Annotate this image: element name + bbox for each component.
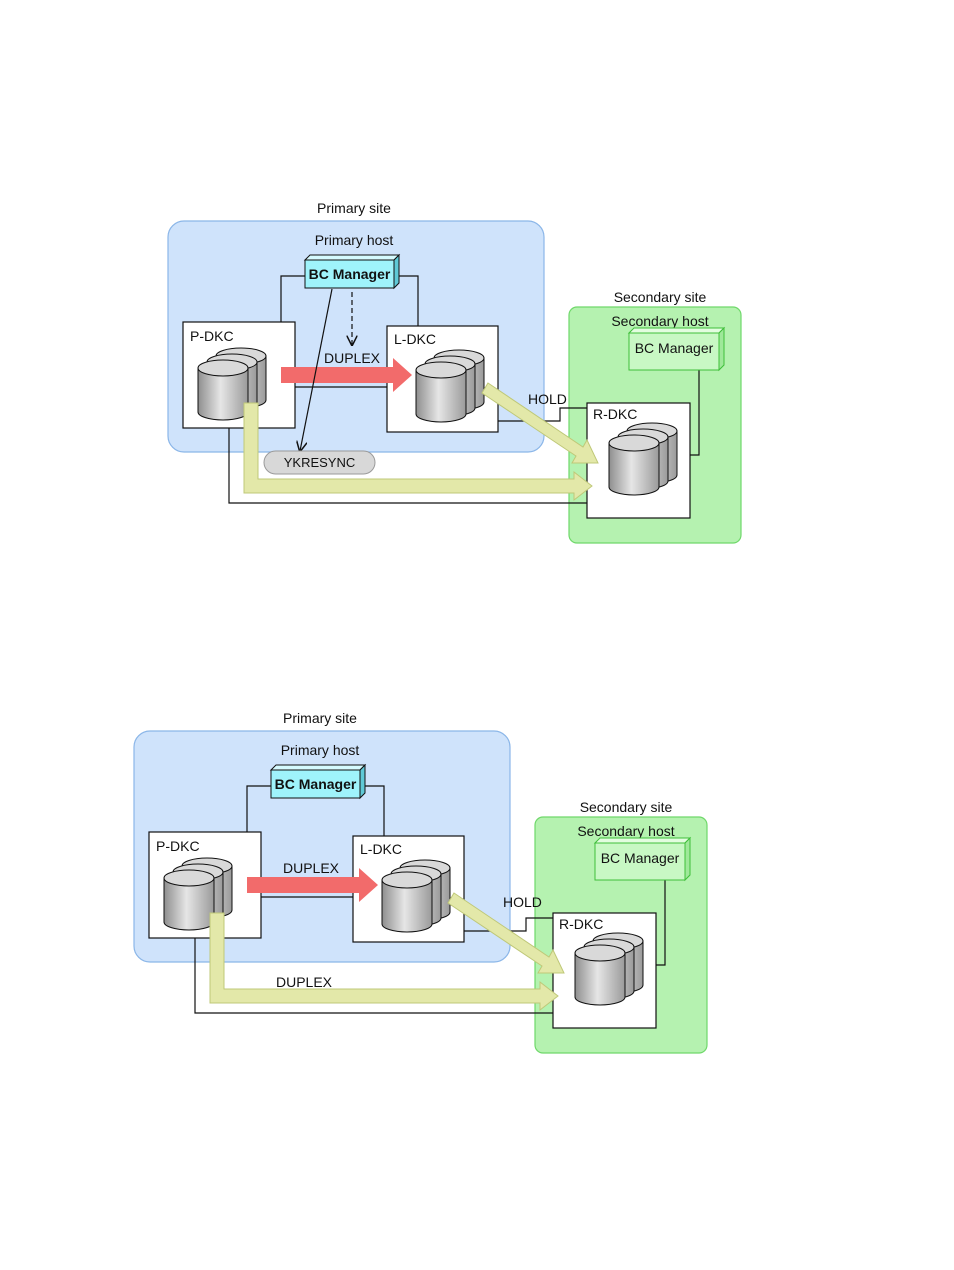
hold-label: HOLD [528,391,567,407]
l-dkc-label: L-DKC [360,841,402,857]
secondary-host-label: Secondary host [577,823,674,839]
p-dkc-label: P-DKC [190,328,234,344]
p-dkc-label: P-DKC [156,838,200,854]
cylinder-icon [198,360,248,420]
l-dkc-label: L-DKC [394,331,436,347]
secondary-site-label: Secondary site [580,799,673,815]
primary-site-label: Primary site [317,200,391,216]
cylinder-icon [416,362,466,422]
secondary-bc-manager-box: BC Manager [595,838,690,880]
primary-host-label: Primary host [281,742,360,758]
diagram-1: Primary site Primary host Secondary site… [168,200,741,543]
secondary-bc-manager-label: BC Manager [601,850,680,866]
ykresync-label: YKRESYNC [284,455,356,470]
secondary-site-label: Secondary site [614,289,707,305]
cylinder-icon [164,870,214,930]
r-dkc-label: R-DKC [559,916,603,932]
duplex-label: DUPLEX [283,860,340,876]
r-dkc-label: R-DKC [593,406,637,422]
cylinder-icon [575,945,625,1005]
cylinder-icon [382,872,432,932]
diagram-2: Primary site Primary host Secondary site… [134,710,707,1053]
hold-label: HOLD [503,894,542,910]
primary-host-label: Primary host [315,232,394,248]
primary-bc-manager-box: BC Manager [271,765,365,798]
duplex-label: DUPLEX [324,350,381,366]
secondary-bc-manager-box: BC Manager [629,328,724,370]
cylinder-icon [609,435,659,495]
primary-bc-manager-label: BC Manager [309,266,391,282]
remote-duplex-label: DUPLEX [276,974,333,990]
primary-bc-manager-box: BC Manager [305,255,399,288]
primary-bc-manager-label: BC Manager [275,776,357,792]
primary-site-label: Primary site [283,710,357,726]
secondary-host-label: Secondary host [611,313,708,329]
secondary-bc-manager-label: BC Manager [635,340,714,356]
